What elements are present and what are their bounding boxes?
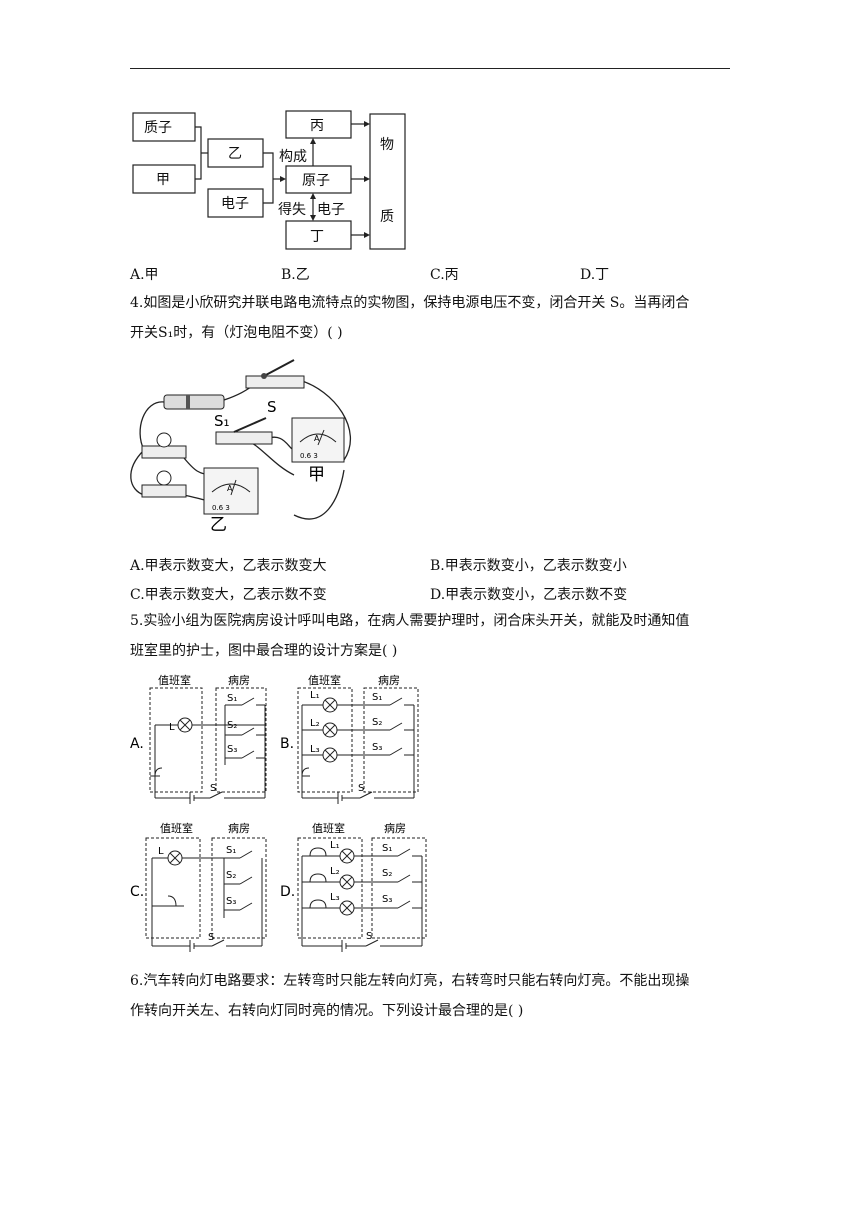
d-s1: S₁: [382, 843, 392, 854]
ward-a: 病房: [228, 673, 250, 687]
meter-yi-a: A: [227, 484, 233, 493]
d-s: S: [366, 931, 372, 942]
b-l1: L₁: [310, 690, 320, 701]
meter-yi-scale: 0.6 3: [212, 504, 230, 512]
label-jia: 甲: [156, 172, 170, 188]
duty-room-d: 值班室: [312, 821, 345, 835]
label-s: S: [267, 398, 277, 416]
switch-s: [245, 359, 305, 389]
parallel-circuit-photo: S S₁ A 0.6 3 甲 A 0.6 3 乙: [130, 359, 351, 532]
ammeter-yi: A 0.6 3: [203, 467, 259, 515]
bulb-1: [141, 432, 187, 459]
b-s3: S₃: [372, 742, 382, 753]
b-s2: S₂: [372, 717, 382, 728]
c-s3: S₃: [226, 896, 236, 907]
c-s: S: [208, 932, 214, 943]
d-s2: S₂: [382, 868, 392, 879]
ward-d: 病房: [384, 821, 406, 835]
opt-a-label[interactable]: A.: [130, 736, 144, 752]
d-l3: L₃: [330, 892, 340, 903]
opt-c-label[interactable]: C.: [130, 884, 144, 900]
q5-line-2: 班室里的护士，图中最合理的设计方案是( ): [130, 643, 398, 659]
label-yi: 乙: [210, 515, 227, 532]
q4-option-b[interactable]: B.甲表示数变小，乙表示数变小: [430, 558, 627, 574]
meter-jia-scale: 0.6 3: [300, 452, 318, 460]
a-s2: S₂: [227, 720, 237, 731]
header-rule: [130, 68, 730, 69]
label-electron: 电子: [221, 196, 249, 212]
c-l: L: [158, 846, 164, 857]
duty-room-a: 值班室: [158, 673, 191, 687]
q4-line-1: 4.如图是小欣研究并联电路电流特点的实物图，保持电源电压不变，闭合开关 S。当再…: [130, 295, 690, 311]
q4-stem: 4.如图是小欣研究并联电路电流特点的实物图，保持电源电压不变，闭合开关 S。当再…: [130, 288, 730, 348]
label-proton: 质子: [144, 120, 172, 136]
bulb-2: [141, 470, 187, 498]
duty-room-c: 值班室: [160, 821, 193, 835]
matter-structure-flowchart: 质子 甲 乙 电子 丙 原子 丁 构成 得失 电子 物 质: [132, 110, 406, 250]
b-s: S: [358, 783, 364, 794]
label-s1: S₁: [214, 412, 230, 430]
duty-room-b: 值班室: [308, 673, 341, 687]
ward-c: 病房: [228, 821, 250, 835]
circuit-b: B. 值班室 病房 L₁ L₂ L₃ S₁ S₂ S₃ S: [280, 673, 419, 804]
label-bing: 丙: [310, 118, 324, 134]
ward-b: 病房: [378, 673, 400, 687]
label-dianzi: 电子: [317, 202, 345, 218]
q4-option-a[interactable]: A.甲表示数变大，乙表示数变大: [130, 558, 327, 574]
box-matter: [369, 113, 406, 250]
label-goucheng: 构成: [279, 149, 307, 165]
opt-d-label[interactable]: D.: [280, 884, 295, 900]
label-atom: 原子: [302, 173, 330, 189]
d-l2: L₂: [330, 866, 340, 877]
label-deshi: 得失: [278, 201, 306, 218]
q6-line-2: 作转向开关左、右转向灯同时亮的情况。下列设计最合理的是( ): [130, 1003, 524, 1019]
label-yi: 乙: [228, 146, 242, 162]
d-s3: S₃: [382, 894, 392, 905]
label-jia: 甲: [308, 465, 325, 485]
a-s1: S₁: [227, 693, 237, 704]
q3-option-a[interactable]: A.甲: [130, 267, 159, 283]
circuit-d: D. 值班室 病房 L₁ L₂ L₃ S₁ S₂ S₃ S: [280, 821, 427, 952]
a-l: L: [169, 722, 175, 733]
b-s1: S₁: [372, 692, 382, 703]
d-l1: L₁: [330, 840, 340, 851]
b-l3: L₃: [310, 744, 320, 755]
switch-s1: [215, 417, 273, 445]
c-s2: S₂: [226, 870, 236, 881]
label-ding: 丁: [310, 229, 324, 245]
c-s1: S₁: [226, 845, 236, 856]
label-matter-1: 物: [380, 137, 394, 153]
a-s3: S₃: [227, 744, 237, 755]
q4-option-d[interactable]: D.甲表示数变小，乙表示数不变: [430, 587, 628, 603]
b-l2: L₂: [310, 718, 320, 729]
meter-jia-a: A: [314, 434, 320, 443]
opt-b-label[interactable]: B.: [280, 736, 294, 752]
q6-stem: 6.汽车转向灯电路要求：左转弯时只能左转向灯亮，右转弯时只能右转向灯亮。不能出现…: [130, 966, 730, 1026]
circuit-a: A. 值班室 病房 L S₁ S₂ S₃ S: [130, 673, 267, 804]
q5-stem: 5.实验小组为医院病房设计呼叫电路，在病人需要护理时，闭合床头开关，就能及时通知…: [130, 606, 730, 666]
battery: [163, 394, 225, 410]
q4-option-c[interactable]: C.甲表示数变大，乙表示数不变: [130, 587, 327, 603]
label-matter-2: 质: [380, 209, 394, 225]
a-s: S: [210, 783, 216, 794]
ammeter-jia: A 0.6 3: [291, 417, 345, 463]
q3-option-c[interactable]: C.丙: [430, 267, 459, 283]
q4-line-2: 开关S₁时，有（灯泡电阻不变）( ): [130, 325, 343, 341]
q3-option-d[interactable]: D.丁: [580, 267, 610, 283]
q6-line-1: 6.汽车转向灯电路要求：左转弯时只能左转向灯亮，右转弯时只能右转向灯亮。不能出现…: [130, 973, 690, 989]
q5-line-1: 5.实验小组为医院病房设计呼叫电路，在病人需要护理时，闭合床头开关，就能及时通知…: [130, 613, 690, 629]
q3-option-b[interactable]: B.乙: [281, 267, 310, 283]
circuit-c: C. 值班室 病房 L S₁ S₂ S₃ S: [130, 821, 267, 952]
